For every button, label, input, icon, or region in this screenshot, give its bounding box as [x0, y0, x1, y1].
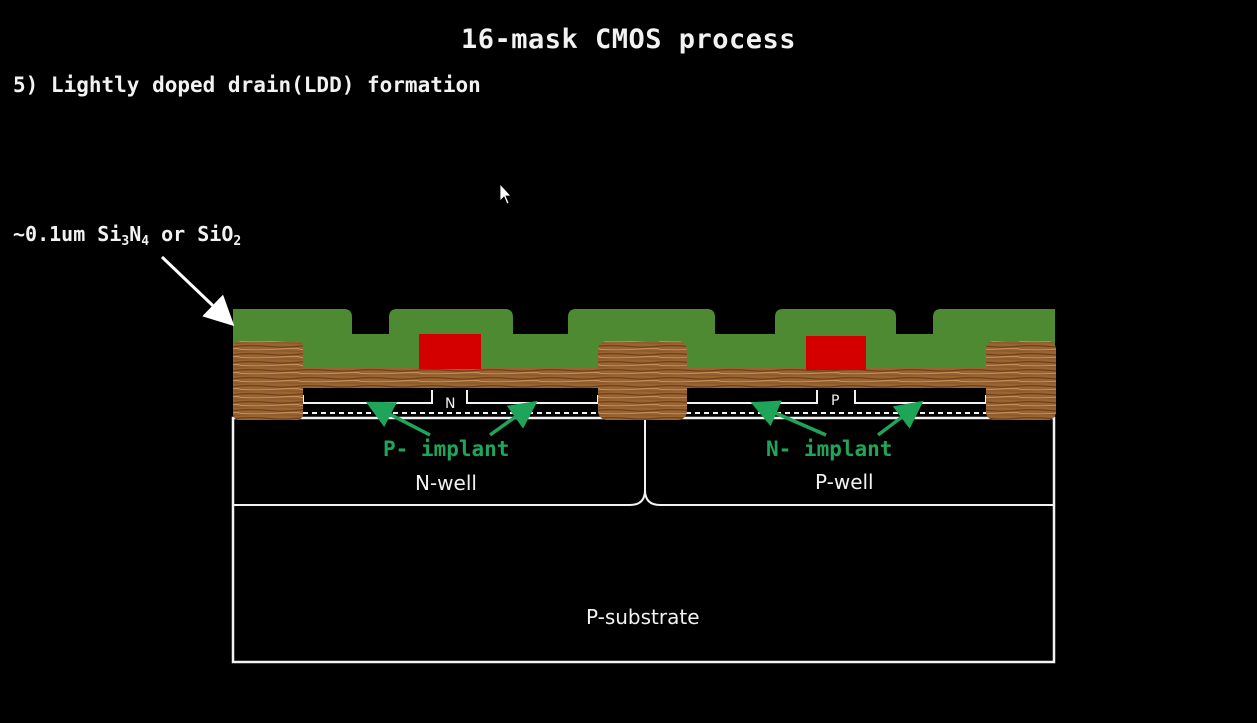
layer-label-sub-4: 4: [141, 234, 150, 249]
n-region-label: N: [445, 396, 455, 412]
field-oxide-middle: [598, 341, 687, 420]
p-ldd-region-right: [466, 390, 599, 404]
p-implant-label: P- implant: [383, 437, 509, 461]
p-well-boundary: [644, 489, 1054, 506]
spacer-layer-label: ~0.1um Si3N4 or SiO2: [13, 222, 242, 249]
nmos-gate: [806, 336, 866, 370]
p-well-label: P-well: [815, 470, 874, 494]
p-region-label: P: [831, 393, 839, 409]
n-ldd-region-left: [685, 390, 818, 404]
layer-label-prefix: ~0.1um Si: [13, 222, 122, 246]
p-implant-arrow-right: [488, 400, 538, 437]
layer-label-n: N: [129, 222, 142, 246]
n-implant-arrow-right: [876, 400, 924, 437]
step-heading: 5) Lightly doped drain(LDD) formation: [13, 73, 481, 97]
spacer-pointer-arrow: [160, 255, 235, 327]
p-implant-arrow-left: [365, 401, 431, 437]
field-oxide-right: [986, 341, 1056, 420]
p-substrate-label: P-substrate: [586, 605, 700, 629]
n-ldd-region-right: [854, 390, 987, 404]
gate-oxide-strip-left: [300, 368, 600, 388]
p-ldd-region-left: [302, 390, 433, 404]
pmos-gate: [419, 334, 481, 369]
layer-label-sub-3: 3: [121, 234, 130, 249]
n-well-label: N-well: [415, 471, 477, 495]
slide-title: 16-mask CMOS process: [460, 24, 797, 55]
field-oxide-left: [233, 341, 303, 420]
layer-label-or-sio: or SiO: [149, 222, 234, 246]
n-implant-arrow-left: [750, 400, 827, 437]
layer-label-sub-2: 2: [233, 234, 242, 249]
gate-oxide-strip-right: [684, 368, 989, 388]
n-implant-label: N- implant: [766, 437, 892, 461]
mouse-cursor-icon: [499, 182, 512, 205]
